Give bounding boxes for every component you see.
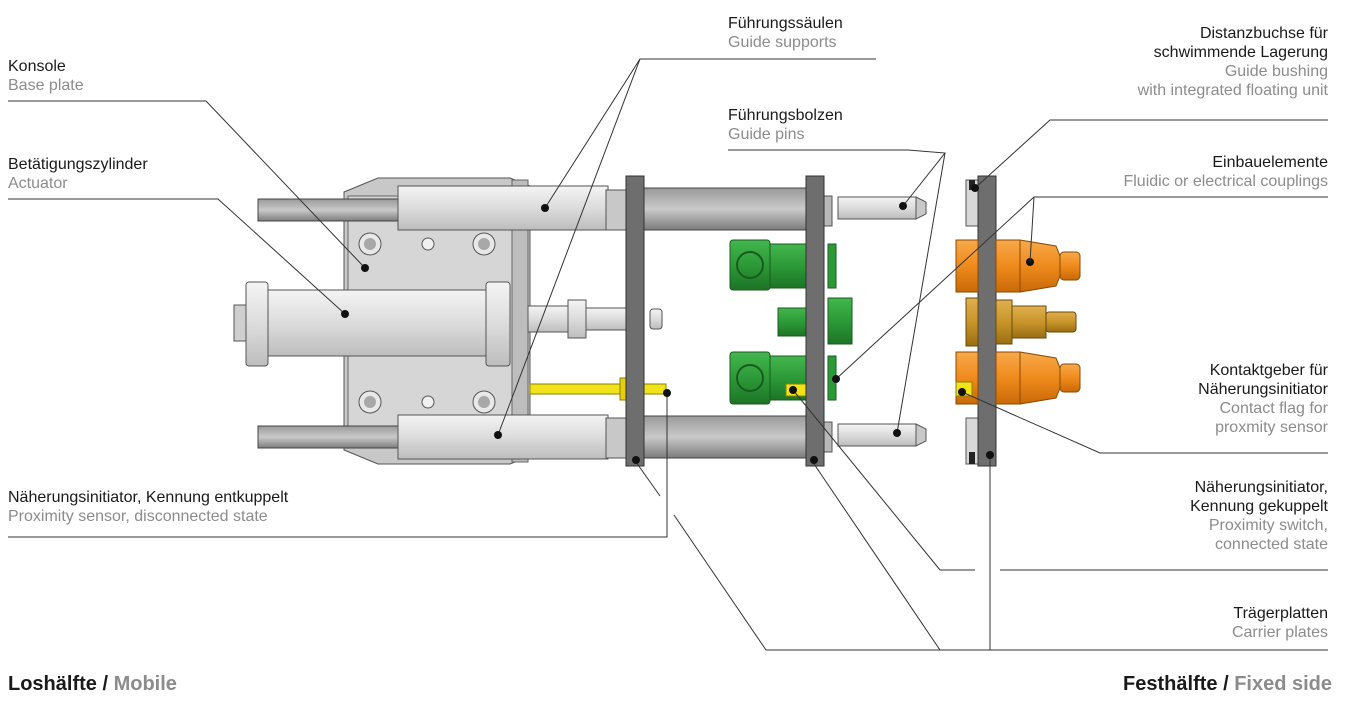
footer-fixed-en: Fixed side [1234, 673, 1332, 695]
label-proximity-connected-de1: Näherungsinitiator, [1194, 479, 1328, 496]
label-carrier-plates: Trägerplatten Carrier plates [1232, 604, 1328, 642]
label-base-plate-en: Base plate [8, 77, 84, 94]
label-contact-flag-de1: Kontaktgeber für [1209, 362, 1328, 379]
label-actuator-en: Actuator [8, 175, 68, 192]
coupling-orange [955, 239, 1081, 405]
label-guide-supports-de: Führungssäulen [728, 15, 843, 32]
label-guide-bushing-en1: Guide bushing [1224, 63, 1328, 80]
label-carrier-plates-de: Trägerplatten [1233, 605, 1328, 622]
label-guide-pins-en: Guide pins [728, 126, 805, 143]
label-proximity-connected-de2: Kennung gekuppelt [1190, 498, 1328, 515]
footer-mobile-en: Mobile [113, 673, 177, 695]
label-guide-supports-en: Guide supports [728, 34, 837, 51]
guide-pin-upper [837, 196, 927, 220]
label-guide-pins: Führungsbolzen Guide pins [728, 106, 843, 144]
guide-pin-lower [837, 423, 927, 447]
leader-dots [341, 184, 1034, 464]
assembly [233, 175, 1081, 467]
label-proximity-disconnected: Näherungsinitiator, Kennung entkuppelt P… [8, 488, 288, 526]
label-actuator-de: Betätigungszylinder [8, 156, 148, 173]
coupling-green [729, 239, 853, 405]
label-carrier-plates-en: Carrier plates [1231, 624, 1328, 641]
footer-fixed-de: Festhälfte / [1123, 673, 1235, 695]
label-proximity-disconnected-de: Näherungsinitiator, Kennung entkuppelt [8, 489, 289, 506]
label-actuator: Betätigungszylinder Actuator [8, 155, 148, 193]
label-contact-flag-en2: proxmity sensor [1215, 419, 1328, 436]
footer-mobile-de: Loshälfte / [8, 673, 114, 695]
label-contact-flag-en1: Contact flag for [1219, 400, 1329, 417]
carrier-plate-1 [625, 175, 645, 467]
label-contact-flag-de2: Näherungsinitiator [1198, 381, 1328, 398]
footer-mobile-half: Loshälfte / Mobile [8, 672, 177, 696]
label-guide-supports: Führungssäulen Guide supports [728, 14, 843, 52]
leader-einbau-extra [1029, 196, 1035, 263]
label-guide-bushing-de1: Distanzbuchse für [1199, 25, 1328, 42]
label-couplings-en: Fluidic or electrical couplings [1123, 173, 1328, 190]
label-couplings-de: Einbauelemente [1212, 154, 1328, 171]
label-couplings: Einbauelemente Fluidic or electrical cou… [1123, 153, 1328, 191]
label-proximity-connected: Näherungsinitiator, Kennung gekuppelt Pr… [1190, 478, 1328, 554]
label-base-plate: Konsole Base plate [8, 57, 84, 95]
carrier-plate-3 [977, 175, 997, 467]
label-guide-bushing-en2: with integrated floating unit [1137, 82, 1328, 99]
label-contact-flag: Kontaktgeber für Näherungsinitiator Cont… [1198, 361, 1328, 437]
actuator [233, 281, 663, 367]
label-proximity-connected-en2: connected state [1215, 536, 1328, 553]
carrier-plate-2 [805, 175, 825, 467]
coupling-brass [965, 297, 1077, 347]
label-guide-pins-de: Führungsbolzen [728, 107, 843, 124]
label-guide-bushing: Distanzbuchse für schwimmende Lagerung G… [1138, 24, 1328, 100]
footer-fixed-half: Festhälfte / Fixed side [1123, 672, 1332, 696]
label-guide-bushing-de2: schwimmende Lagerung [1153, 44, 1328, 61]
label-proximity-connected-en1: Proximity switch, [1208, 517, 1328, 534]
label-base-plate-de: Konsole [8, 58, 66, 75]
label-proximity-disconnected-en: Proximity sensor, disconnected state [8, 508, 268, 525]
proximity-sensor-disconnected [529, 377, 667, 401]
leader-lines [8, 58, 1328, 651]
